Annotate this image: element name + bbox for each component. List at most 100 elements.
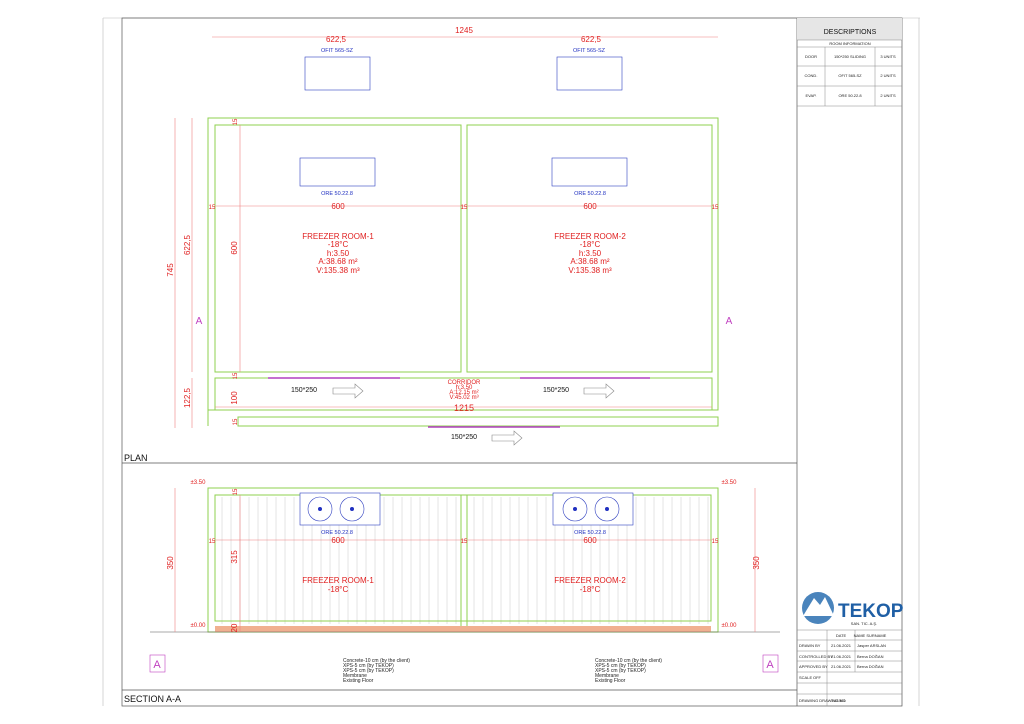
dim-inner-depth: 600	[230, 241, 239, 255]
svg-text:Concrete-10 cm (by the client): Concrete-10 cm (by the client)	[343, 658, 410, 664]
desc-item: EVAP.	[806, 93, 817, 98]
sliding-doors	[268, 377, 650, 428]
svg-text:Membrane: Membrane	[595, 673, 619, 679]
svg-text:FREEZER ROOM-2: FREEZER ROOM-2	[554, 232, 626, 241]
level-floor: ±0.00	[722, 623, 738, 629]
svg-text:V:135.38 m³: V:135.38 m³	[316, 266, 360, 275]
desc-value: OFIT 565-SZ	[838, 73, 862, 78]
fan-icon	[307, 496, 620, 522]
dim-wall: 15	[461, 539, 468, 545]
section-marker: A	[196, 316, 203, 327]
room-2-name: FREEZER ROOM-2	[554, 576, 626, 585]
col-name: NAME SURNAME	[854, 633, 887, 638]
svg-text:A:38.68 m²: A:38.68 m²	[318, 257, 357, 266]
tb-name: Berna DOĞAN	[857, 654, 884, 659]
scale-label: SCALE	[799, 675, 812, 680]
svg-text:TEKOP: TEKOP	[838, 601, 904, 622]
corridor	[214, 377, 713, 411]
condenser-unit	[304, 56, 371, 91]
desc-item: DOOR	[805, 54, 817, 59]
door-arrow-icon	[332, 383, 615, 446]
descriptions-panel: DESCRIPTIONS ROOM INFORMATION DOOR 150*2…	[797, 18, 902, 107]
dim-corridor-depth: 122,5	[183, 387, 192, 408]
svg-text:FREEZER ROOM-1: FREEZER ROOM-1	[302, 232, 374, 241]
dim-room-width: 600	[583, 536, 597, 545]
svg-text:V:135.38 m³: V:135.38 m³	[568, 266, 612, 275]
dim-half-width: 622,5	[326, 35, 347, 44]
descriptions-title: DESCRIPTIONS	[824, 29, 877, 36]
dim-room-depth: 622,5	[183, 234, 192, 255]
room-1-info: FREEZER ROOM-1 -18°C h:3.50 A:38.68 m² V…	[302, 232, 374, 275]
tekop-logo: TEKOP SAN. TIC. A.Ş.	[802, 592, 904, 626]
dim-room-width: 600	[583, 202, 597, 211]
desc-qty: 3 UNITS	[880, 54, 896, 59]
desc-value: 150*250 SLIDING	[834, 54, 866, 59]
dim-corridor-inner: 100	[230, 391, 239, 405]
tb-date: 21.06.2021	[831, 654, 852, 659]
drawing-no: T-61501	[831, 698, 846, 703]
svg-text:Concrete-10 cm (by the client): Concrete-10 cm (by the client)	[595, 658, 662, 664]
desc-value: ORE 50.22.8	[838, 93, 862, 98]
dim-total-width: 1245	[455, 26, 473, 35]
room-2-temp: -18°C	[580, 585, 601, 594]
svg-text:h:3.50: h:3.50	[579, 249, 602, 258]
scale-value: OFF	[813, 675, 822, 680]
svg-text:XPS-5 cm (by TEKOP): XPS-5 cm (by TEKOP)	[595, 663, 646, 669]
dim-wall: 15	[461, 205, 468, 211]
evaporator-label: ORE 50.22.8	[574, 530, 606, 536]
svg-text:XPS-5 cm (by TEKOP): XPS-5 cm (by TEKOP)	[343, 668, 394, 674]
plan-label: PLAN	[124, 453, 148, 463]
level-top: ±3.50	[191, 480, 207, 486]
drawing-no-label: DRAWING DRAWING NO	[799, 698, 846, 703]
tb-date: 21.06.2021	[831, 664, 852, 669]
sheet-frame	[102, 17, 920, 707]
dim-floor-thk: 20	[230, 623, 239, 632]
dim-wall: 15	[712, 539, 719, 545]
dim-inner-height: 315	[230, 550, 239, 564]
svg-text:CORRIDOR: CORRIDOR	[448, 380, 481, 386]
tb-role: CONTROLLED BY	[799, 654, 833, 659]
dim-wall: 15	[233, 418, 239, 425]
freezer-room-1	[214, 124, 462, 373]
dim-room-width: 600	[331, 202, 345, 211]
plan-view: 1245 622,5 622,5 OFIT 565-SZ OFIT 565-SZ…	[166, 26, 733, 446]
room-1-name: FREEZER ROOM-1	[302, 576, 374, 585]
svg-text:Membrane: Membrane	[343, 673, 367, 679]
dim-half-width: 622,5	[581, 35, 602, 44]
desc-item: COND.	[805, 73, 818, 78]
section-marker: A	[726, 316, 733, 327]
door-size: 150*250	[451, 434, 477, 441]
section-marker: A	[766, 659, 774, 671]
desc-qty: 2 UNITS	[880, 73, 896, 78]
dim-room-width: 600	[331, 536, 345, 545]
svg-text:-18°C: -18°C	[580, 240, 601, 249]
section-view: ORE 50.22.8 ORE 50.22.8 600 600 15 15 15…	[149, 480, 780, 684]
desc-qty: 2 UNITS	[880, 93, 896, 98]
svg-text:XPS-5 cm (by TEKOP): XPS-5 cm (by TEKOP)	[595, 668, 646, 674]
freezer-room-2	[466, 124, 713, 373]
door-size: 150*250	[291, 387, 317, 394]
room-info-heading: ROOM INFORMATION	[829, 41, 870, 46]
svg-text:h:3.50: h:3.50	[456, 385, 473, 391]
condenser-unit	[556, 56, 623, 91]
condenser-label: OFIT 565-SZ	[321, 48, 354, 54]
svg-text:A:38.68 m²: A:38.68 m²	[570, 257, 609, 266]
dim-wall: 15	[233, 488, 239, 495]
evaporator-unit	[551, 157, 628, 187]
floor-notes-right: Concrete-10 cm (by the client) XPS-5 cm …	[595, 658, 662, 684]
room-1-temp: -18°C	[328, 585, 349, 594]
section-marker: A	[153, 659, 161, 671]
level-top: ±3.50	[722, 480, 738, 486]
door-size: 150*250	[543, 387, 569, 394]
svg-text:1215: 1215	[454, 403, 474, 413]
col-date: DATE	[836, 633, 847, 638]
evaporator-unit	[552, 492, 634, 526]
level-floor: ±0.00	[191, 623, 207, 629]
svg-text:V:45.02 m³: V:45.02 m³	[449, 395, 478, 401]
evaporator-label: ORE 50.22.8	[321, 530, 353, 536]
logo-subtitle: SAN. TIC. A.Ş.	[851, 621, 877, 626]
svg-text:Existing Floor: Existing Floor	[343, 678, 374, 684]
title-block: TEKOP SAN. TIC. A.Ş. DATE NAME SURNAME D…	[797, 592, 904, 706]
dim-height: 350	[752, 556, 761, 570]
